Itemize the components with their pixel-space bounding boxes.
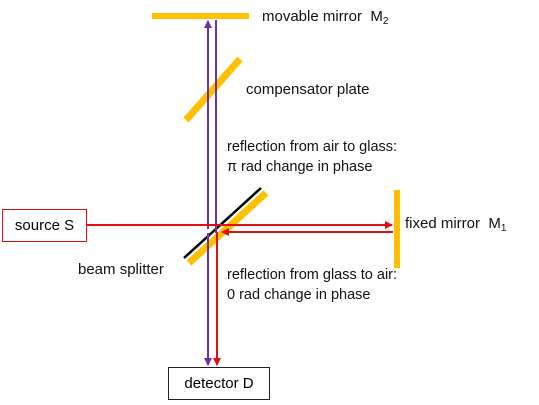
movable-mirror-label: movable mirror M2: [262, 7, 388, 31]
reflection-air-glass-line2: π rad change in phase: [227, 159, 373, 175]
reflection-air-glass-line1: reflection from air to glass:: [227, 139, 398, 155]
fixed-mirror-label: fixed mirror M1: [405, 214, 506, 238]
movable-mirror-symbol: M: [370, 8, 383, 25]
reflection-glass-air-line2: 0 rad change in phase: [227, 287, 371, 303]
movable-mirror-text: movable mirror: [262, 8, 363, 25]
reflection-glass-air-line1: reflection from glass to air:: [227, 267, 398, 283]
beam-splitter-glass: [186, 190, 269, 266]
detector-box: detector D: [168, 367, 270, 400]
fixed-mirror-subscript: 1: [500, 223, 507, 234]
fixed-mirror-symbol: M: [488, 215, 501, 232]
source-box: source S: [2, 209, 87, 242]
beam-splitter-surface: [183, 187, 262, 259]
compensator-plate-shape: [183, 56, 243, 123]
fixed-mirror-text: fixed mirror: [405, 215, 481, 232]
beam-splitter-label: beam splitter: [78, 261, 164, 278]
movable-mirror-subscript: 2: [382, 16, 389, 27]
source-label: source S: [14, 217, 75, 234]
detector-label: detector D: [184, 375, 254, 392]
compensator-plate-label: compensator plate: [246, 81, 370, 98]
